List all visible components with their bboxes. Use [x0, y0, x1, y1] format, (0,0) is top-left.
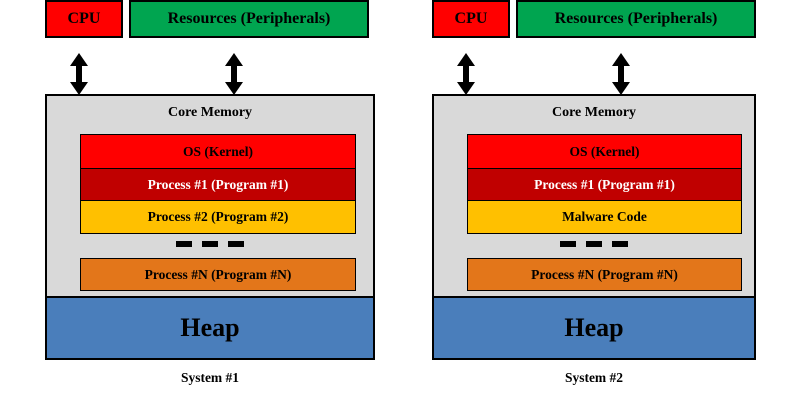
system-caption-2: System #2	[564, 370, 624, 385]
memory-bar-process-1: Process #1 (Program #1)	[467, 169, 742, 201]
cpu-label: CPU	[454, 10, 488, 27]
heap-label: Heap	[180, 313, 240, 342]
heap-box-system-2: Heap	[432, 296, 756, 360]
dash-icon	[228, 241, 244, 247]
memory-bar-process-1: Process #1 (Program #1)	[80, 169, 356, 201]
system-diagram-1: CPU Resources (Peripherals) Core Memory …	[45, 0, 375, 385]
memory-bar-label: Process #1 (Program #1)	[147, 176, 289, 192]
system-caption-1: System #1	[180, 370, 240, 385]
system-diagram-2: CPU Resources (Peripherals) Core Memory …	[401, 0, 802, 405]
memory-bar-process-n-wrapper-system-2: Process #N (Program #N)	[467, 258, 742, 291]
ellipsis-dashes-system-1	[47, 236, 373, 252]
memory-bar-label: Process #N (Program #N)	[531, 266, 678, 282]
resources-box-system-2: Resources (Peripherals)	[516, 0, 756, 38]
resources-box-system-1: Resources (Peripherals)	[129, 0, 369, 38]
memory-bar-process-n: Process #N (Program #N)	[80, 258, 356, 291]
memory-bar-label: Process #1 (Program #1)	[534, 176, 675, 192]
memory-bar-malware-code: Malware Code	[467, 201, 742, 234]
dash-icon	[202, 241, 218, 247]
memory-bar-os-kernel: OS (Kernel)	[467, 134, 742, 169]
memory-bar-label: OS (Kernel)	[569, 143, 640, 159]
memory-bar-process-n-wrapper-system-1: Process #N (Program #N)	[80, 258, 356, 291]
cpu-box-system-1: CPU	[45, 0, 123, 38]
memory-bar-process-n: Process #N (Program #N)	[467, 258, 742, 291]
heap-label: Heap	[564, 313, 624, 342]
double-headed-arrow-icon-resources-system-2	[609, 52, 633, 96]
dash-icon	[176, 241, 192, 247]
resources-label: Resources (Peripherals)	[167, 10, 331, 27]
core-memory-label: Core Memory	[167, 105, 253, 120]
memory-bar-process-2: Process #2 (Program #2)	[80, 201, 356, 234]
memory-bar-label: Process #N (Program #N)	[144, 266, 292, 282]
memory-bar-label: Process #2 (Program #2)	[147, 209, 289, 225]
memory-bar-label: Malware Code	[562, 209, 647, 225]
ellipsis-dashes-system-2	[434, 236, 754, 252]
dash-icon	[586, 241, 602, 247]
cpu-label: CPU	[67, 10, 101, 27]
memory-bar-label: OS (Kernel)	[182, 143, 254, 159]
resources-label: Resources (Peripherals)	[554, 10, 718, 27]
core-memory-label: Core Memory	[551, 105, 637, 120]
double-headed-arrow-icon-cpu-system-1	[67, 52, 91, 96]
dash-icon	[560, 241, 576, 247]
memory-bar-stack-system-2: OS (Kernel) Process #1 (Program #1) Malw…	[467, 134, 742, 234]
memory-bar-os-kernel: OS (Kernel)	[80, 134, 356, 169]
heap-box-system-1: Heap	[45, 296, 375, 360]
double-headed-arrow-icon-cpu-system-2	[454, 52, 478, 96]
cpu-box-system-2: CPU	[432, 0, 510, 38]
core-memory-container-system-1: Core Memory OS (Kernel) Process #1 (Prog…	[45, 94, 375, 296]
double-headed-arrow-icon-resources-system-1	[222, 52, 246, 96]
core-memory-container-system-2: Core Memory OS (Kernel) Process #1 (Prog…	[432, 94, 756, 296]
memory-bar-stack-system-1: OS (Kernel) Process #1 (Program #1) Proc…	[80, 134, 356, 234]
dash-icon	[612, 241, 628, 247]
